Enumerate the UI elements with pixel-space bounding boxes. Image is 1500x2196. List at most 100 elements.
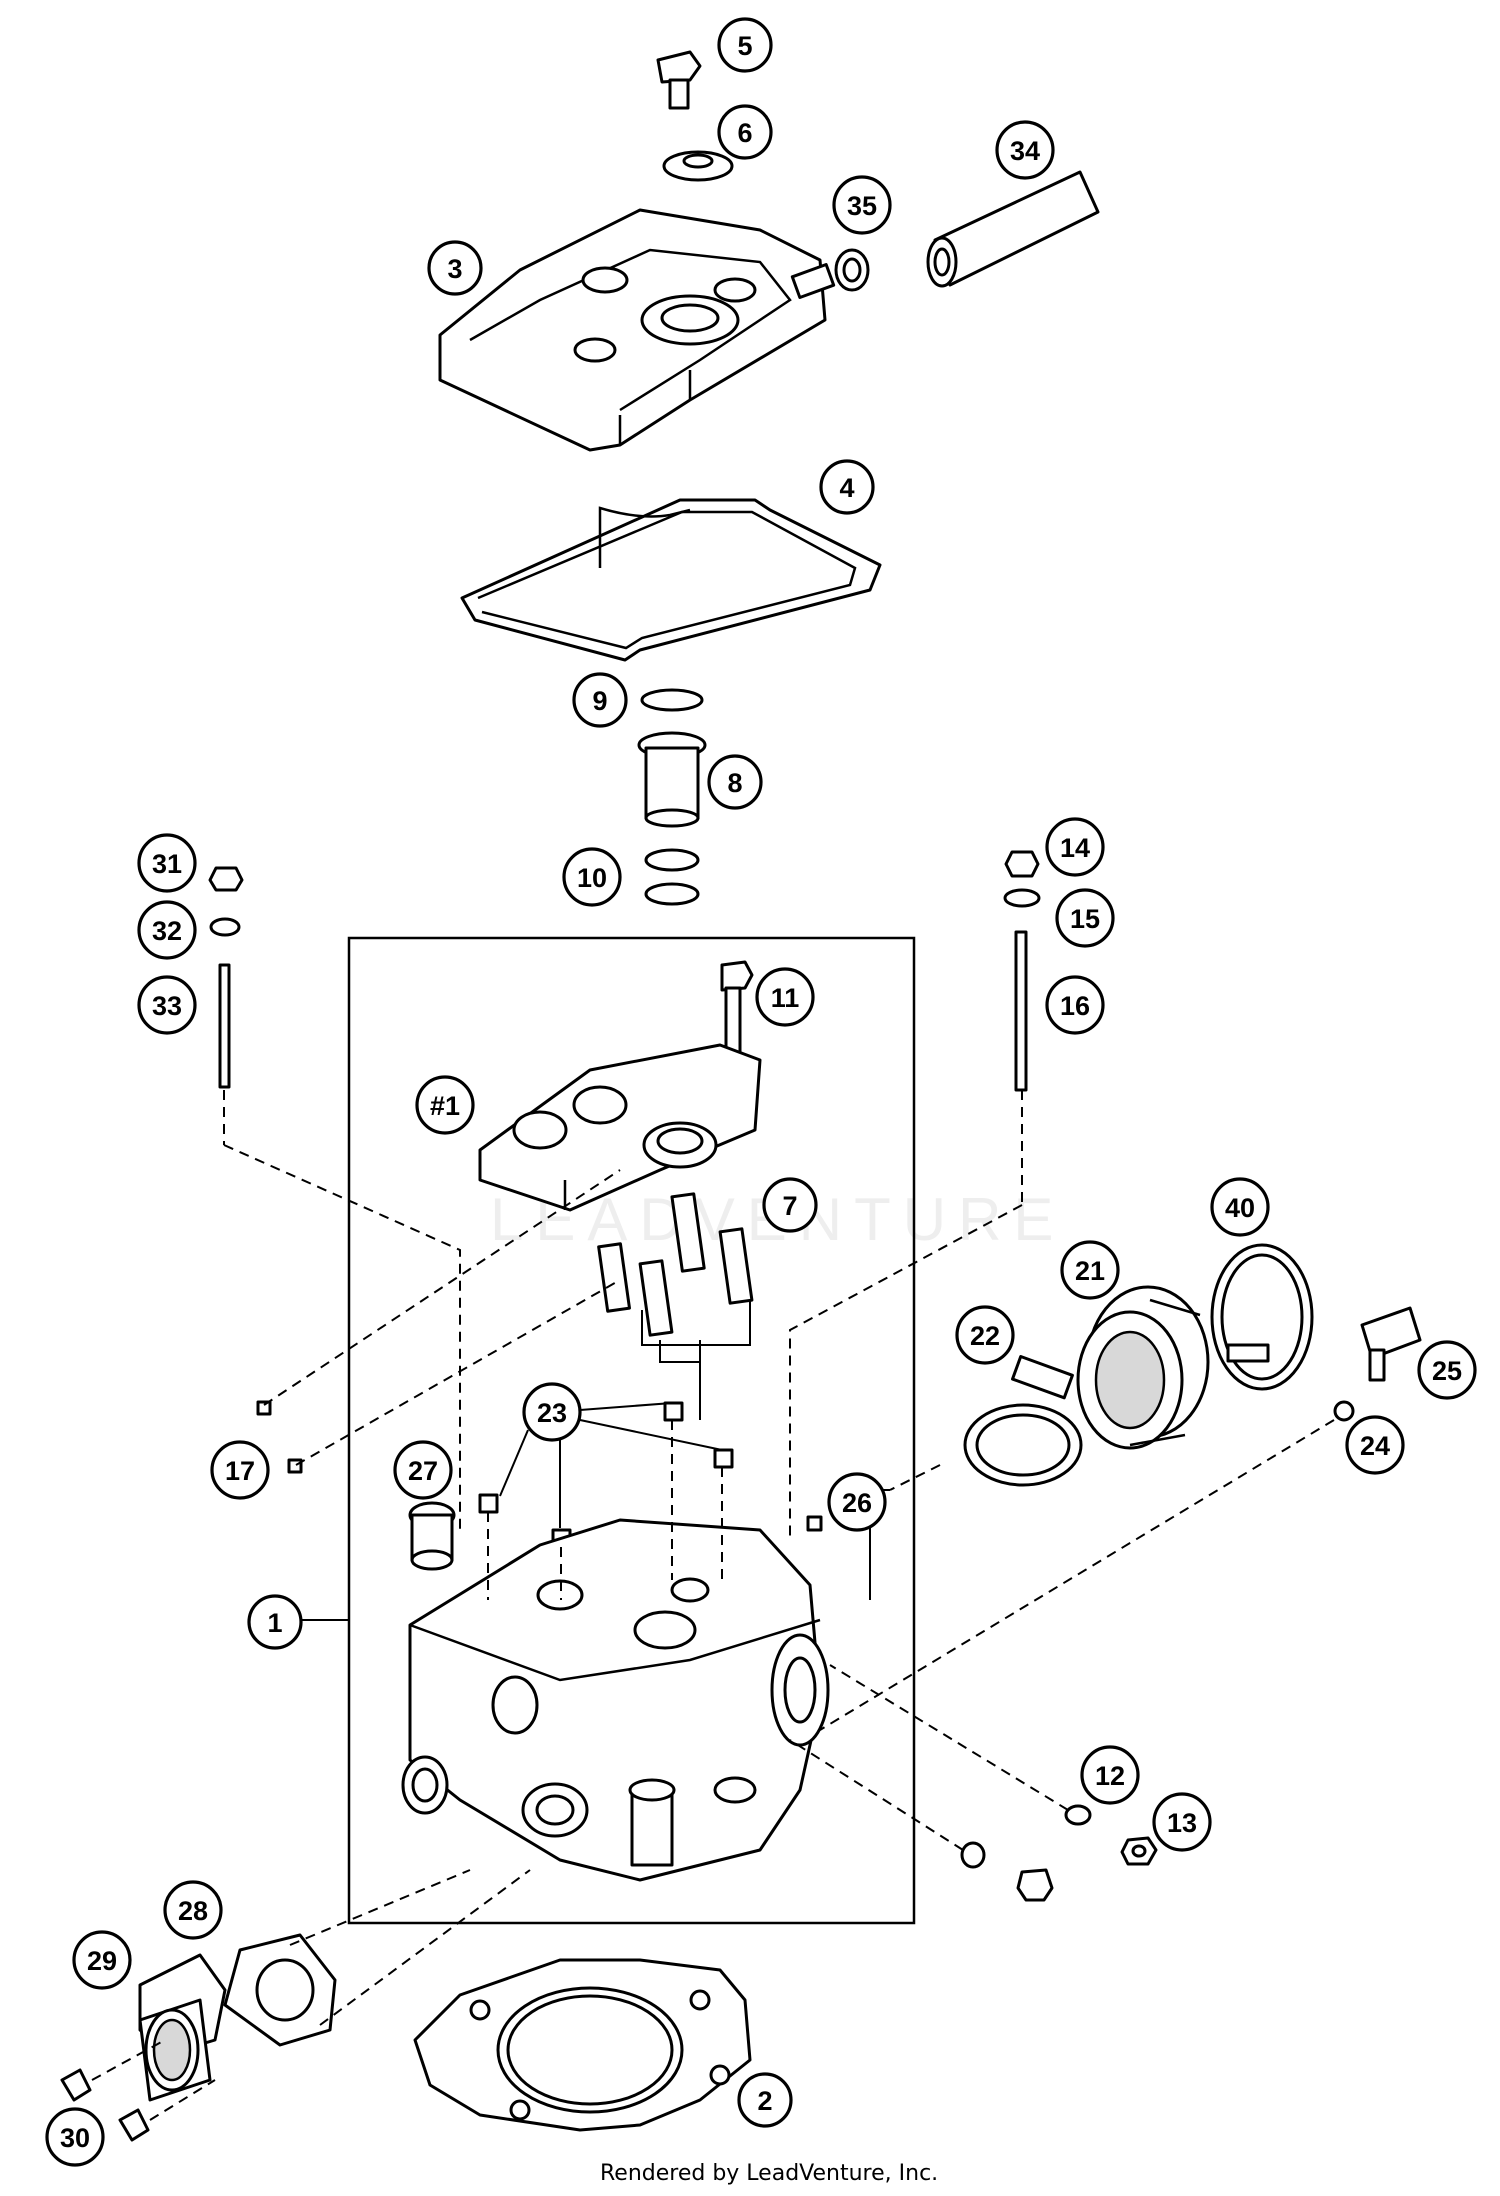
callout-17-label: 17 bbox=[225, 1456, 255, 1486]
callout-25[interactable]: 25 bbox=[1417, 1340, 1477, 1400]
leader-lines bbox=[91, 1090, 1335, 2121]
callout-13[interactable]: 13 bbox=[1152, 1792, 1212, 1852]
callout-23[interactable]: 23 bbox=[522, 1382, 582, 1442]
callout-32[interactable]: 32 bbox=[137, 900, 197, 960]
plug-26-part bbox=[806, 1515, 823, 1532]
exhaust-gasket-part bbox=[223, 1933, 337, 2047]
callout-26[interactable]: 26 bbox=[827, 1472, 887, 1532]
callout-22[interactable]: 22 bbox=[955, 1305, 1015, 1365]
callout-21[interactable]: 21 bbox=[1060, 1240, 1120, 1300]
callout-27-label: 27 bbox=[408, 1456, 438, 1486]
callout-16-label: 16 bbox=[1060, 991, 1090, 1021]
bolt-30b-part bbox=[118, 2108, 150, 2142]
cylinder-head-part bbox=[401, 1518, 830, 1882]
cylinder-head-group-box bbox=[347, 936, 916, 1925]
callout-25-label: 25 bbox=[1432, 1356, 1462, 1386]
dowel-23b-part bbox=[713, 1448, 734, 1469]
callout-33-label: 33 bbox=[152, 991, 182, 1021]
callout-7-label: 7 bbox=[782, 1191, 797, 1221]
camshaft-bridge-part bbox=[478, 1043, 762, 1212]
washer-6-part bbox=[662, 150, 734, 182]
callout-15[interactable]: 15 bbox=[1055, 888, 1115, 948]
callout-hash1[interactable]: #1 bbox=[415, 1075, 475, 1135]
callout-12[interactable]: 12 bbox=[1080, 1745, 1140, 1805]
valve-cover-gasket-part bbox=[460, 498, 882, 662]
hose-clamp-35-part bbox=[834, 248, 870, 292]
callout-11-label: 11 bbox=[771, 983, 800, 1013]
spark-plug-shaft-8-part bbox=[637, 731, 707, 828]
callout-3[interactable]: 3 bbox=[427, 240, 483, 296]
callout-8-label: 8 bbox=[727, 768, 742, 798]
callout-1[interactable]: 1 bbox=[247, 1594, 303, 1650]
o-ring-10a-part bbox=[644, 848, 700, 872]
callout-26-label: 26 bbox=[842, 1488, 872, 1518]
callout-35-label: 35 bbox=[847, 191, 877, 221]
plug-17b-part bbox=[287, 1458, 303, 1474]
bolt-30a-part bbox=[60, 2068, 92, 2102]
callout-34[interactable]: 34 bbox=[995, 120, 1055, 180]
callout-12-label: 12 bbox=[1095, 1761, 1125, 1791]
callout-10[interactable]: 10 bbox=[562, 847, 622, 907]
callout-9[interactable]: 9 bbox=[572, 672, 628, 728]
valve-guides-part bbox=[597, 1192, 754, 1337]
o-ring-10b-part bbox=[644, 882, 700, 906]
rendered-by-footer: Rendered by LeadVenture, Inc. bbox=[600, 2161, 938, 2186]
callout-4-label: 4 bbox=[839, 473, 854, 503]
callout-2[interactable]: 2 bbox=[737, 2072, 793, 2128]
callout-14[interactable]: 14 bbox=[1045, 817, 1105, 877]
callout-5[interactable]: 5 bbox=[717, 17, 773, 73]
valve-cover-part bbox=[438, 208, 836, 452]
callout-30[interactable]: 30 bbox=[45, 2107, 105, 2167]
callout-35[interactable]: 35 bbox=[832, 175, 892, 235]
washer-24-part bbox=[1333, 1400, 1355, 1422]
callout-24-label: 24 bbox=[1360, 1431, 1390, 1461]
callout-31-label: 31 bbox=[152, 849, 182, 879]
callout-3-label: 3 bbox=[447, 254, 462, 284]
callout-24[interactable]: 24 bbox=[1345, 1415, 1405, 1475]
callout-29[interactable]: 29 bbox=[72, 1930, 132, 1990]
callout-30-label: 30 bbox=[60, 2123, 90, 2153]
callout-10-label: 10 bbox=[577, 863, 607, 893]
callout-40-label: 40 bbox=[1225, 1193, 1255, 1223]
callout-27[interactable]: 27 bbox=[393, 1440, 453, 1500]
plug-lower-b-part bbox=[1016, 1868, 1054, 1902]
callout-5-label: 5 bbox=[737, 31, 752, 61]
callout-31[interactable]: 31 bbox=[137, 833, 197, 893]
callout-29-label: 29 bbox=[87, 1946, 117, 1976]
dowel-23a-part bbox=[663, 1401, 684, 1422]
callout-22-label: 22 bbox=[970, 1321, 1000, 1351]
callout-1-label: 1 bbox=[267, 1608, 282, 1638]
callout-7[interactable]: 7 bbox=[762, 1177, 818, 1233]
breather-hose-34-part bbox=[926, 170, 1100, 288]
callout-14-label: 14 bbox=[1060, 833, 1090, 863]
hose-clamp-22-part bbox=[963, 1354, 1083, 1487]
bolt-11-part bbox=[720, 960, 754, 1060]
callout-40[interactable]: 40 bbox=[1210, 1177, 1270, 1237]
callout-23-label: 23 bbox=[537, 1398, 567, 1428]
callout-17[interactable]: 17 bbox=[210, 1440, 270, 1500]
callout-15-label: 15 bbox=[1070, 904, 1100, 934]
stud-right-part bbox=[1003, 850, 1041, 1092]
callout-2-label: 2 bbox=[757, 2086, 772, 2116]
callout-33[interactable]: 33 bbox=[137, 975, 197, 1035]
callout-9-label: 9 bbox=[592, 686, 607, 716]
callout-11[interactable]: 11 bbox=[755, 967, 815, 1027]
callout-21-label: 21 bbox=[1075, 1256, 1105, 1286]
callout-16[interactable]: 16 bbox=[1045, 975, 1105, 1035]
callout-6-label: 6 bbox=[737, 118, 752, 148]
exhaust-flange-part bbox=[138, 1953, 227, 2102]
o-ring-9-part bbox=[640, 688, 704, 712]
callout-13-label: 13 bbox=[1167, 1808, 1197, 1838]
callout-4[interactable]: 4 bbox=[819, 459, 875, 515]
callout-32-label: 32 bbox=[152, 916, 182, 946]
callout-28[interactable]: 28 bbox=[163, 1880, 223, 1940]
callout-8[interactable]: 8 bbox=[707, 754, 763, 810]
plug-27-part bbox=[408, 1501, 456, 1571]
dowel-23c-part bbox=[478, 1493, 499, 1514]
intake-flange-part bbox=[1076, 1285, 1210, 1450]
callout-hash1-label: #1 bbox=[430, 1091, 460, 1121]
head-gasket-part bbox=[413, 1958, 752, 2132]
stud-left-part bbox=[208, 866, 244, 1089]
callout-6[interactable]: 6 bbox=[717, 104, 773, 160]
